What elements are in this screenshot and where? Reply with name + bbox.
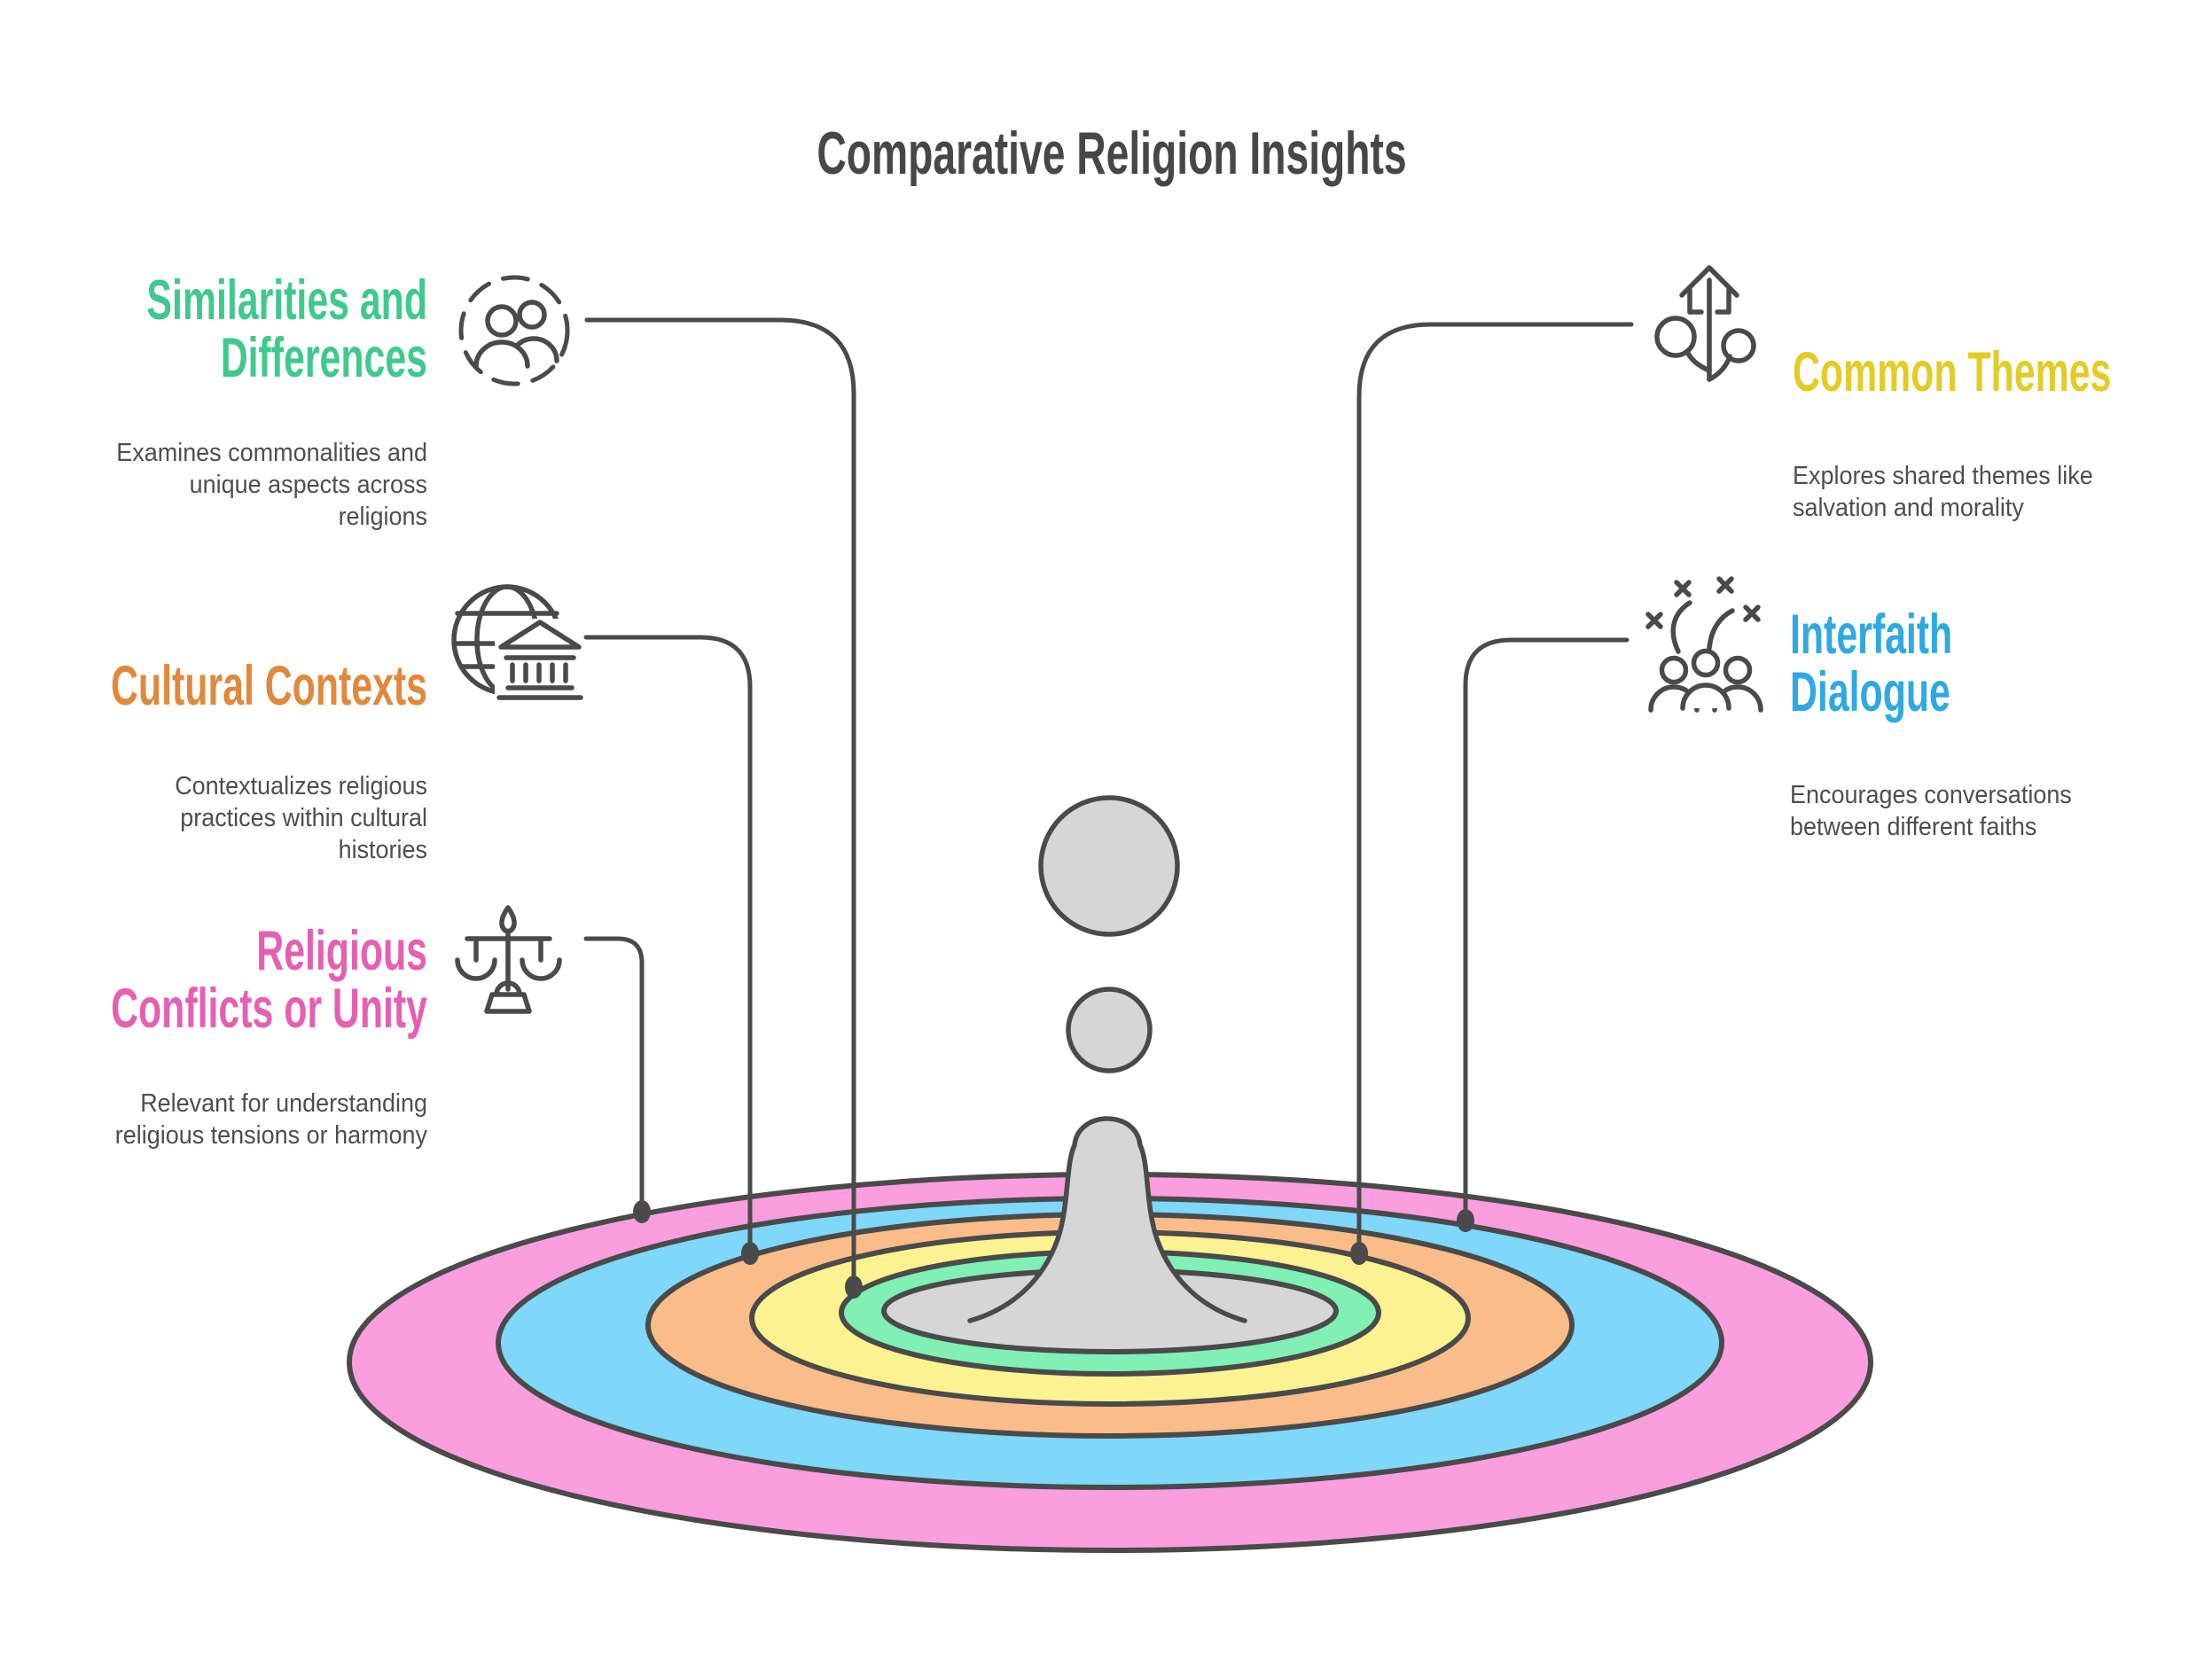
section-description: Encourages conversations xyxy=(1790,780,2072,808)
globe-temple-icon xyxy=(451,584,583,716)
connector-dot-cultural xyxy=(741,1242,759,1265)
section-description: religious tensions or harmony xyxy=(115,1120,427,1149)
section-heading: Differences xyxy=(221,327,427,389)
connector-similarities xyxy=(584,317,856,1288)
section-heading: Similarities and xyxy=(146,269,427,332)
section-religious: Religious Conflicts or Unity Relevant fo… xyxy=(111,905,562,1149)
connector-cultural xyxy=(583,635,753,1254)
splash-column-fill xyxy=(970,1119,1245,1338)
section-description: religions xyxy=(339,502,427,530)
section-description: salvation and morality xyxy=(1793,493,2024,521)
ripple-rings xyxy=(347,1172,1873,1553)
connector-dot-interfaith xyxy=(1457,1209,1474,1232)
section-description: Examines commonalities and xyxy=(116,438,427,466)
section-heading: Common Themes xyxy=(1793,341,2111,403)
arrow-branches-icon xyxy=(1654,265,1756,382)
balance-scales-icon xyxy=(455,905,562,1014)
connector-interfaith xyxy=(1463,637,1630,1221)
connector-dot-similarities xyxy=(845,1276,863,1299)
section-cultural: Cultural Contexts Contextualizes religio… xyxy=(111,584,583,863)
section-description: Contextualizes religious xyxy=(175,771,427,800)
section-description: practices within cultural xyxy=(180,803,427,831)
section-description: histories xyxy=(339,835,427,863)
section-themes: Common Themes Explores shared themes lik… xyxy=(1654,265,2111,521)
connector-themes xyxy=(1356,322,1634,1254)
page-title: Comparative Religion Insights xyxy=(817,120,1406,187)
connectors xyxy=(583,317,1634,1299)
splash-column-outline xyxy=(967,1116,1247,1323)
section-similarities: Similarities and Differences Examines co… xyxy=(116,269,570,530)
connector-dot-religious xyxy=(633,1200,651,1223)
people-in-dashed-circle-icon xyxy=(458,275,570,386)
connector-dot-themes xyxy=(1350,1242,1368,1265)
droplet-large xyxy=(1038,795,1180,937)
section-interfaith: Interfaith Dialogue Encourages conversat… xyxy=(1645,576,2072,840)
section-heading: Interfaith xyxy=(1790,604,1952,666)
section-heading: Religious xyxy=(256,920,427,982)
section-heading: Conflicts or Unity xyxy=(111,978,427,1040)
section-description: between different faiths xyxy=(1790,812,2036,840)
section-description: unique aspects across xyxy=(190,470,427,498)
section-description: Relevant for understanding xyxy=(140,1088,427,1117)
connector-religious xyxy=(583,936,645,1213)
droplet-small xyxy=(1066,987,1153,1073)
people-celebrating-icon xyxy=(1645,576,1763,713)
section-heading: Cultural Contexts xyxy=(111,655,427,717)
section-heading: Dialogue xyxy=(1790,661,1950,723)
water-splash xyxy=(967,795,1247,1338)
section-description: Explores shared themes like xyxy=(1793,461,2093,489)
